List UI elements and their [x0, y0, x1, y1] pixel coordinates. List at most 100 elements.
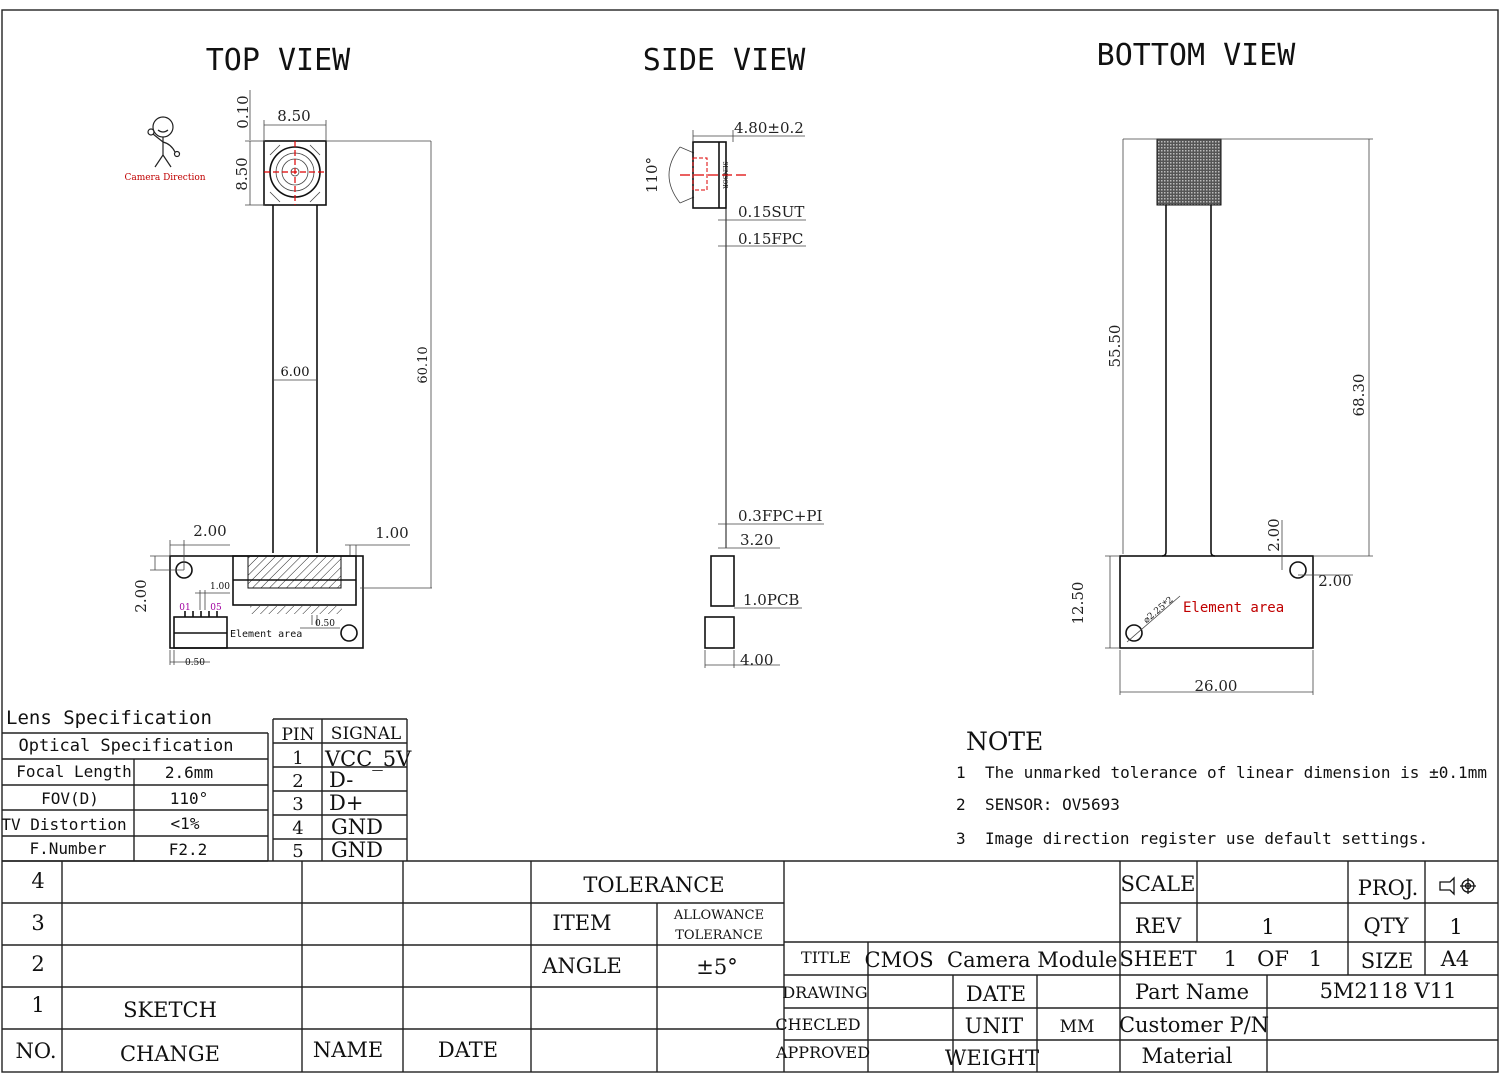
dim-12-50: 12.50 [1069, 582, 1087, 625]
lens-holder-bottom [1156, 138, 1222, 206]
dim-3-20: 3.20 [740, 531, 773, 549]
dim-60-10: 60.10 [416, 346, 431, 383]
element-area-label-bottom: Element area [1183, 600, 1284, 616]
spec-label: FOV(D) [41, 789, 99, 808]
camera-direction-figure-icon [147, 116, 181, 168]
rev-label: REV [1135, 914, 1182, 938]
name-label: NAME [313, 1038, 383, 1062]
pin-number: 2 [292, 771, 303, 792]
sheet-value: 1 OF 1 [1224, 947, 1323, 971]
pin-signal: D+ [329, 791, 363, 815]
revision-row-label: 2 [31, 952, 44, 976]
no-label: NO. [15, 1039, 56, 1063]
rev-value: 1 [1261, 915, 1274, 939]
dim-1-0-pcb: 1.0PCB [743, 591, 799, 609]
spec-value: 2.6mm [165, 763, 213, 782]
dim-1-00-edge: 1.00 [375, 524, 408, 542]
dim-0-15-fpc: 0.15FPC [738, 230, 803, 248]
side-view-title: SIDE VIEW [643, 43, 806, 78]
dim-4-00: 4.00 [740, 651, 773, 669]
note-title: NOTE [966, 727, 1043, 756]
date-field-label: DATE [966, 982, 1026, 1006]
pin-number: 3 [292, 794, 303, 815]
top-view: Camera Direction 01 05 Element area 0.10… [124, 90, 432, 668]
dim-2-00-bottom-y: 2.00 [1265, 518, 1283, 551]
dim-2-00-hole-x: 2.00 [193, 522, 226, 540]
pin-number: 4 [292, 818, 303, 839]
spec-value: F2.2 [169, 840, 208, 859]
angle-tolerance-value: ±5° [696, 955, 737, 979]
material-label: Material [1142, 1044, 1233, 1068]
approved-label: APPROVED [775, 1043, 870, 1062]
unit-value: MM [1060, 1017, 1095, 1037]
drawing-label: DRAWING [782, 983, 867, 1002]
angle-label: ANGLE [541, 954, 622, 978]
qty-label: QTY [1363, 914, 1409, 938]
note-text: SENSOR: OV5693 [985, 795, 1120, 814]
element-area-label: Element area [230, 629, 302, 640]
note-number: 3 [956, 829, 966, 848]
pin-number: 5 [292, 841, 303, 862]
pin-signal: GND [331, 838, 383, 862]
dim-0-50-edge: 0.50 [185, 658, 205, 668]
bottom-pcb [1119, 555, 1314, 649]
allowance-tolerance-label: TOLERANCE [675, 928, 762, 943]
signal-header: SIGNAL [331, 724, 401, 744]
dim-1-00-pin: 1.00 [210, 582, 230, 592]
lens-spec-table: Lens Specification Optical Specification… [1, 707, 269, 862]
sketch-label: SKETCH [123, 998, 217, 1022]
title-label: TITLE [801, 948, 851, 967]
dim-2-00-bottom-x: 2.00 [1318, 572, 1351, 590]
dim-4-80: 4.80±0.2 [734, 119, 804, 137]
bottom-view-title: BOTTOM VIEW [1097, 38, 1297, 73]
note-text: The unmarked tolerance of linear dimensi… [985, 763, 1487, 782]
dim-6-00: 6.00 [281, 365, 310, 380]
customer-pn-label: Customer P/N [1119, 1013, 1269, 1037]
weight-label: WEIGHT [945, 1046, 1039, 1070]
pin-number: 1 [292, 748, 303, 769]
part-name-value: 5M2118 V11 [1320, 979, 1457, 1003]
notes: NOTE 1 The unmarked tolerance of linear … [956, 727, 1487, 848]
revision-row-label: 4 [31, 869, 44, 893]
unit-label: UNIT [965, 1014, 1023, 1038]
spec-label: F.Number [29, 839, 106, 858]
spec-value: 110° [170, 789, 209, 808]
dim-8-50-width: 8.50 [277, 107, 310, 125]
note-number: 1 [956, 763, 966, 782]
proj-label: PROJ. [1358, 876, 1419, 900]
pin-signal: VCC_5V [324, 747, 412, 771]
sensor-label: SENSOR [721, 161, 728, 189]
date-label: DATE [438, 1038, 498, 1062]
sheet-label: SHEET [1119, 947, 1196, 971]
revision-row-label: 3 [31, 911, 44, 935]
size-value: A4 [1440, 947, 1470, 971]
dim-2-00-hole-y: 2.00 [132, 579, 150, 612]
dim-55-50: 55.50 [1106, 325, 1124, 368]
bottom-view: ⌀2.25*2 Element area 55.50 68.30 2.00 2.… [1069, 138, 1373, 695]
top-view-title: TOP VIEW [206, 43, 351, 78]
size-label: SIZE [1361, 949, 1414, 973]
pin-signal: D- [329, 768, 353, 792]
pin-table: PIN SIGNAL 1 VCC_5V 2 D- 3 D+ 4 GND 5 GN… [272, 718, 412, 862]
allowance-label: ALLOWANCE [673, 908, 764, 923]
revision-row-label: 1 [31, 993, 44, 1017]
item-label: ITEM [552, 911, 611, 935]
change-label: CHANGE [120, 1042, 220, 1066]
tolerance-header: TOLERANCE [583, 873, 724, 897]
note-number: 2 [956, 795, 966, 814]
projection-symbol-icon [1439, 876, 1476, 896]
pin-header: PIN [281, 725, 314, 745]
drawing-frame [1, 9, 1499, 1073]
spec-label: TV Distortion [1, 815, 126, 834]
optical-spec-header: Optical Specification [19, 736, 234, 756]
dim-8-50-height: 8.50 [233, 157, 251, 190]
checked-label: CHECLED [775, 1015, 860, 1034]
pin-first-label: 01 [179, 603, 190, 613]
dim-26-00: 26.00 [1195, 677, 1238, 695]
dim-110-angle: 110° [643, 157, 661, 193]
pin-last-label: 05 [210, 603, 222, 613]
dim-hole-diameter: ⌀2.25*2 [1142, 595, 1176, 626]
spec-label: Focal Length [16, 762, 132, 781]
dim-0-15-sut: 0.15SUT [738, 203, 804, 221]
